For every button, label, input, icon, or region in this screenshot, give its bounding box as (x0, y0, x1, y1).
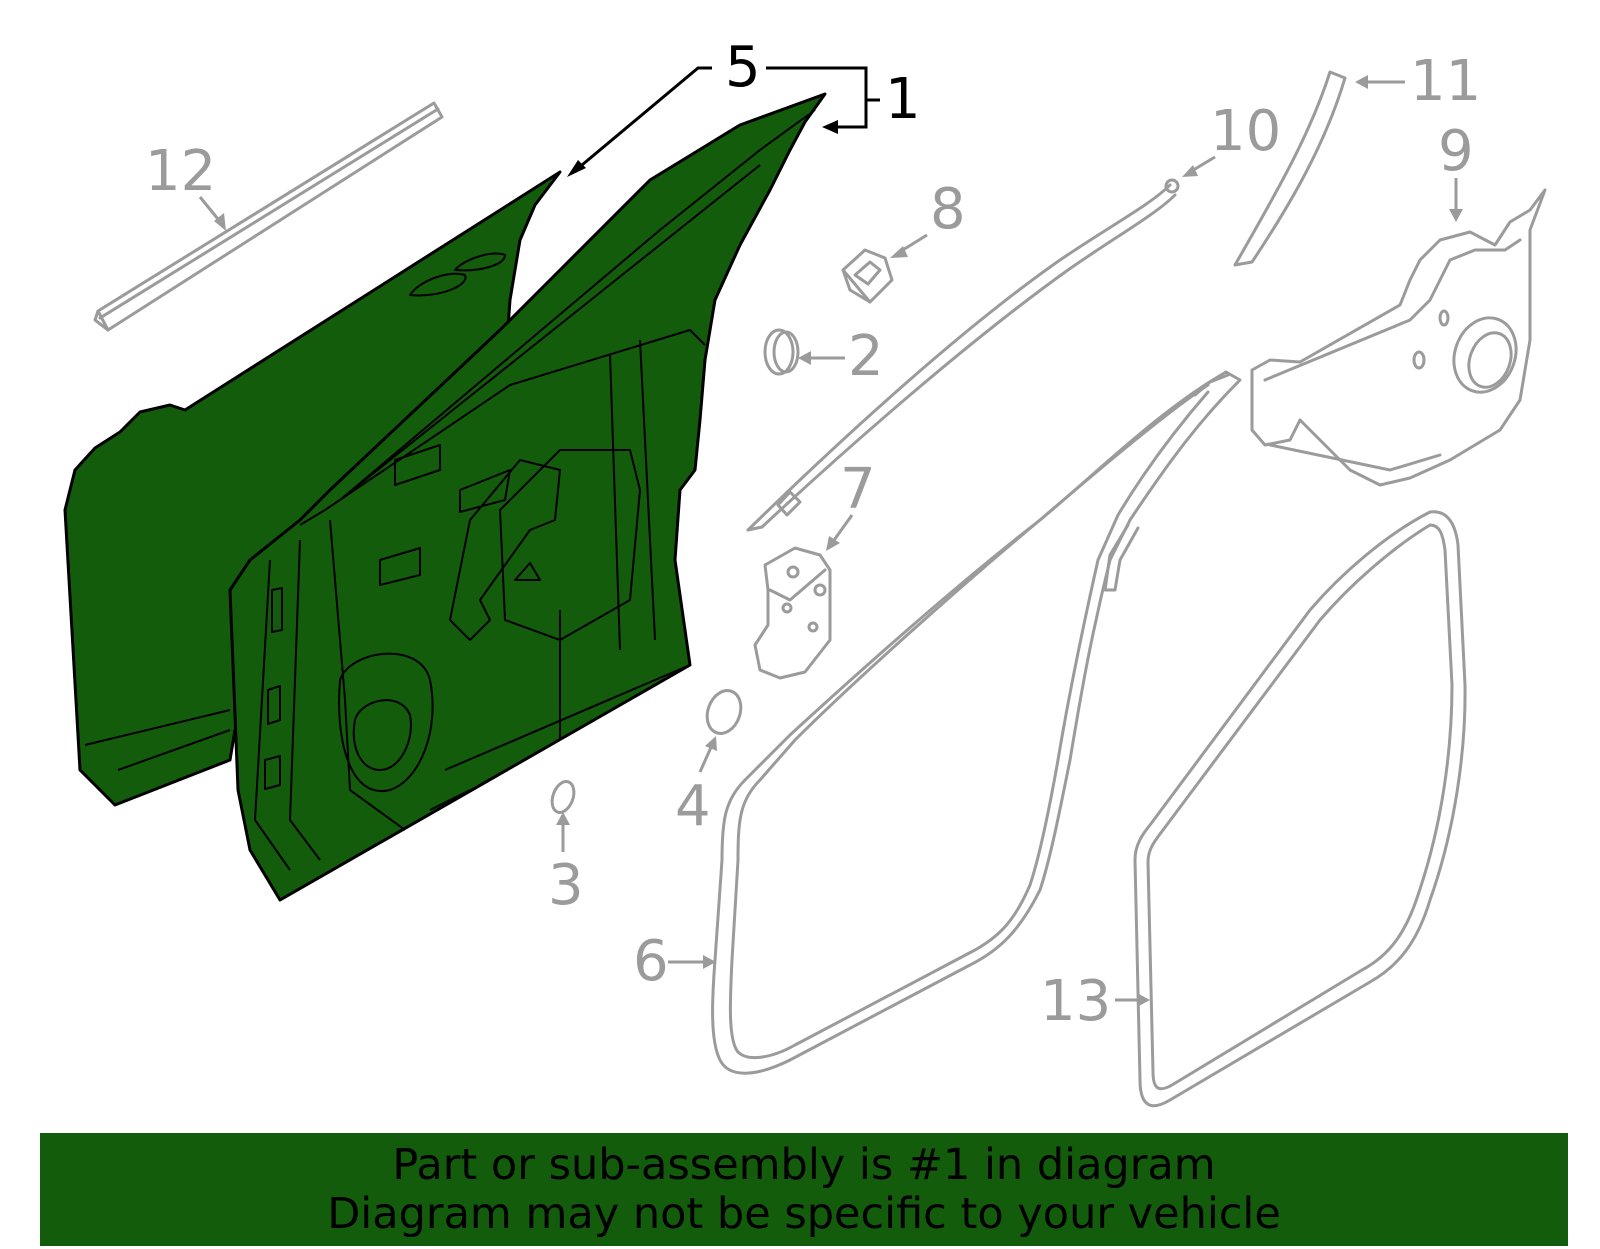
callout-10[interactable]: 10 (1210, 99, 1281, 164)
leader-10 (1182, 155, 1216, 177)
part-6-weatherstrip[interactable] (711, 370, 1242, 1075)
callout-11[interactable]: 11 (1410, 49, 1481, 114)
part-1-door-shell[interactable] (63, 92, 827, 902)
leader-9 (1449, 178, 1463, 222)
callout-13[interactable]: 13 (1040, 969, 1111, 1034)
callout-12[interactable]: 12 (145, 139, 216, 204)
banner-line-2: Diagram may not be specific to your vehi… (327, 1188, 1281, 1239)
door-outer-panel (63, 170, 562, 807)
leader-2 (798, 351, 845, 365)
callout-2[interactable]: 2 (848, 324, 884, 389)
part-12-belt-molding[interactable] (93, 101, 444, 332)
part-10-glass-run[interactable] (746, 178, 1180, 532)
part-11-trim[interactable] (1233, 70, 1347, 267)
callout-6[interactable]: 6 (633, 929, 669, 994)
leader-8 (890, 233, 928, 258)
part-4-plug[interactable] (701, 686, 746, 738)
leader-3 (556, 812, 570, 852)
door-inner-panel (228, 92, 827, 902)
callout-9[interactable]: 9 (1438, 119, 1474, 184)
callout-5[interactable]: 5 (725, 35, 761, 100)
part-7-bracket[interactable] (753, 546, 832, 680)
leader-7 (826, 514, 854, 551)
callout-7[interactable]: 7 (840, 457, 876, 522)
leader-6 (668, 955, 716, 969)
part-2-plug[interactable] (763, 328, 800, 376)
notice-banner: Part or sub-assembly is #1 in diagram Di… (40, 1133, 1568, 1246)
part-13-weatherstrip[interactable] (1133, 510, 1467, 1108)
leader-1 (822, 98, 880, 134)
part-8-clip[interactable] (841, 248, 894, 304)
leader-13 (1115, 993, 1150, 1007)
leader-5 (567, 66, 868, 177)
leader-4 (698, 736, 717, 773)
callout-1[interactable]: 1 (885, 67, 921, 132)
part-9-watershield[interactable] (1250, 188, 1547, 487)
banner-line-1: Part or sub-assembly is #1 in diagram (392, 1139, 1216, 1190)
leader-11 (1355, 75, 1405, 89)
part-3-plug[interactable] (548, 779, 578, 816)
leader-12 (198, 196, 226, 231)
callout-8[interactable]: 8 (930, 177, 966, 242)
callout-4[interactable]: 4 (675, 774, 711, 839)
callout-3[interactable]: 3 (548, 853, 584, 918)
